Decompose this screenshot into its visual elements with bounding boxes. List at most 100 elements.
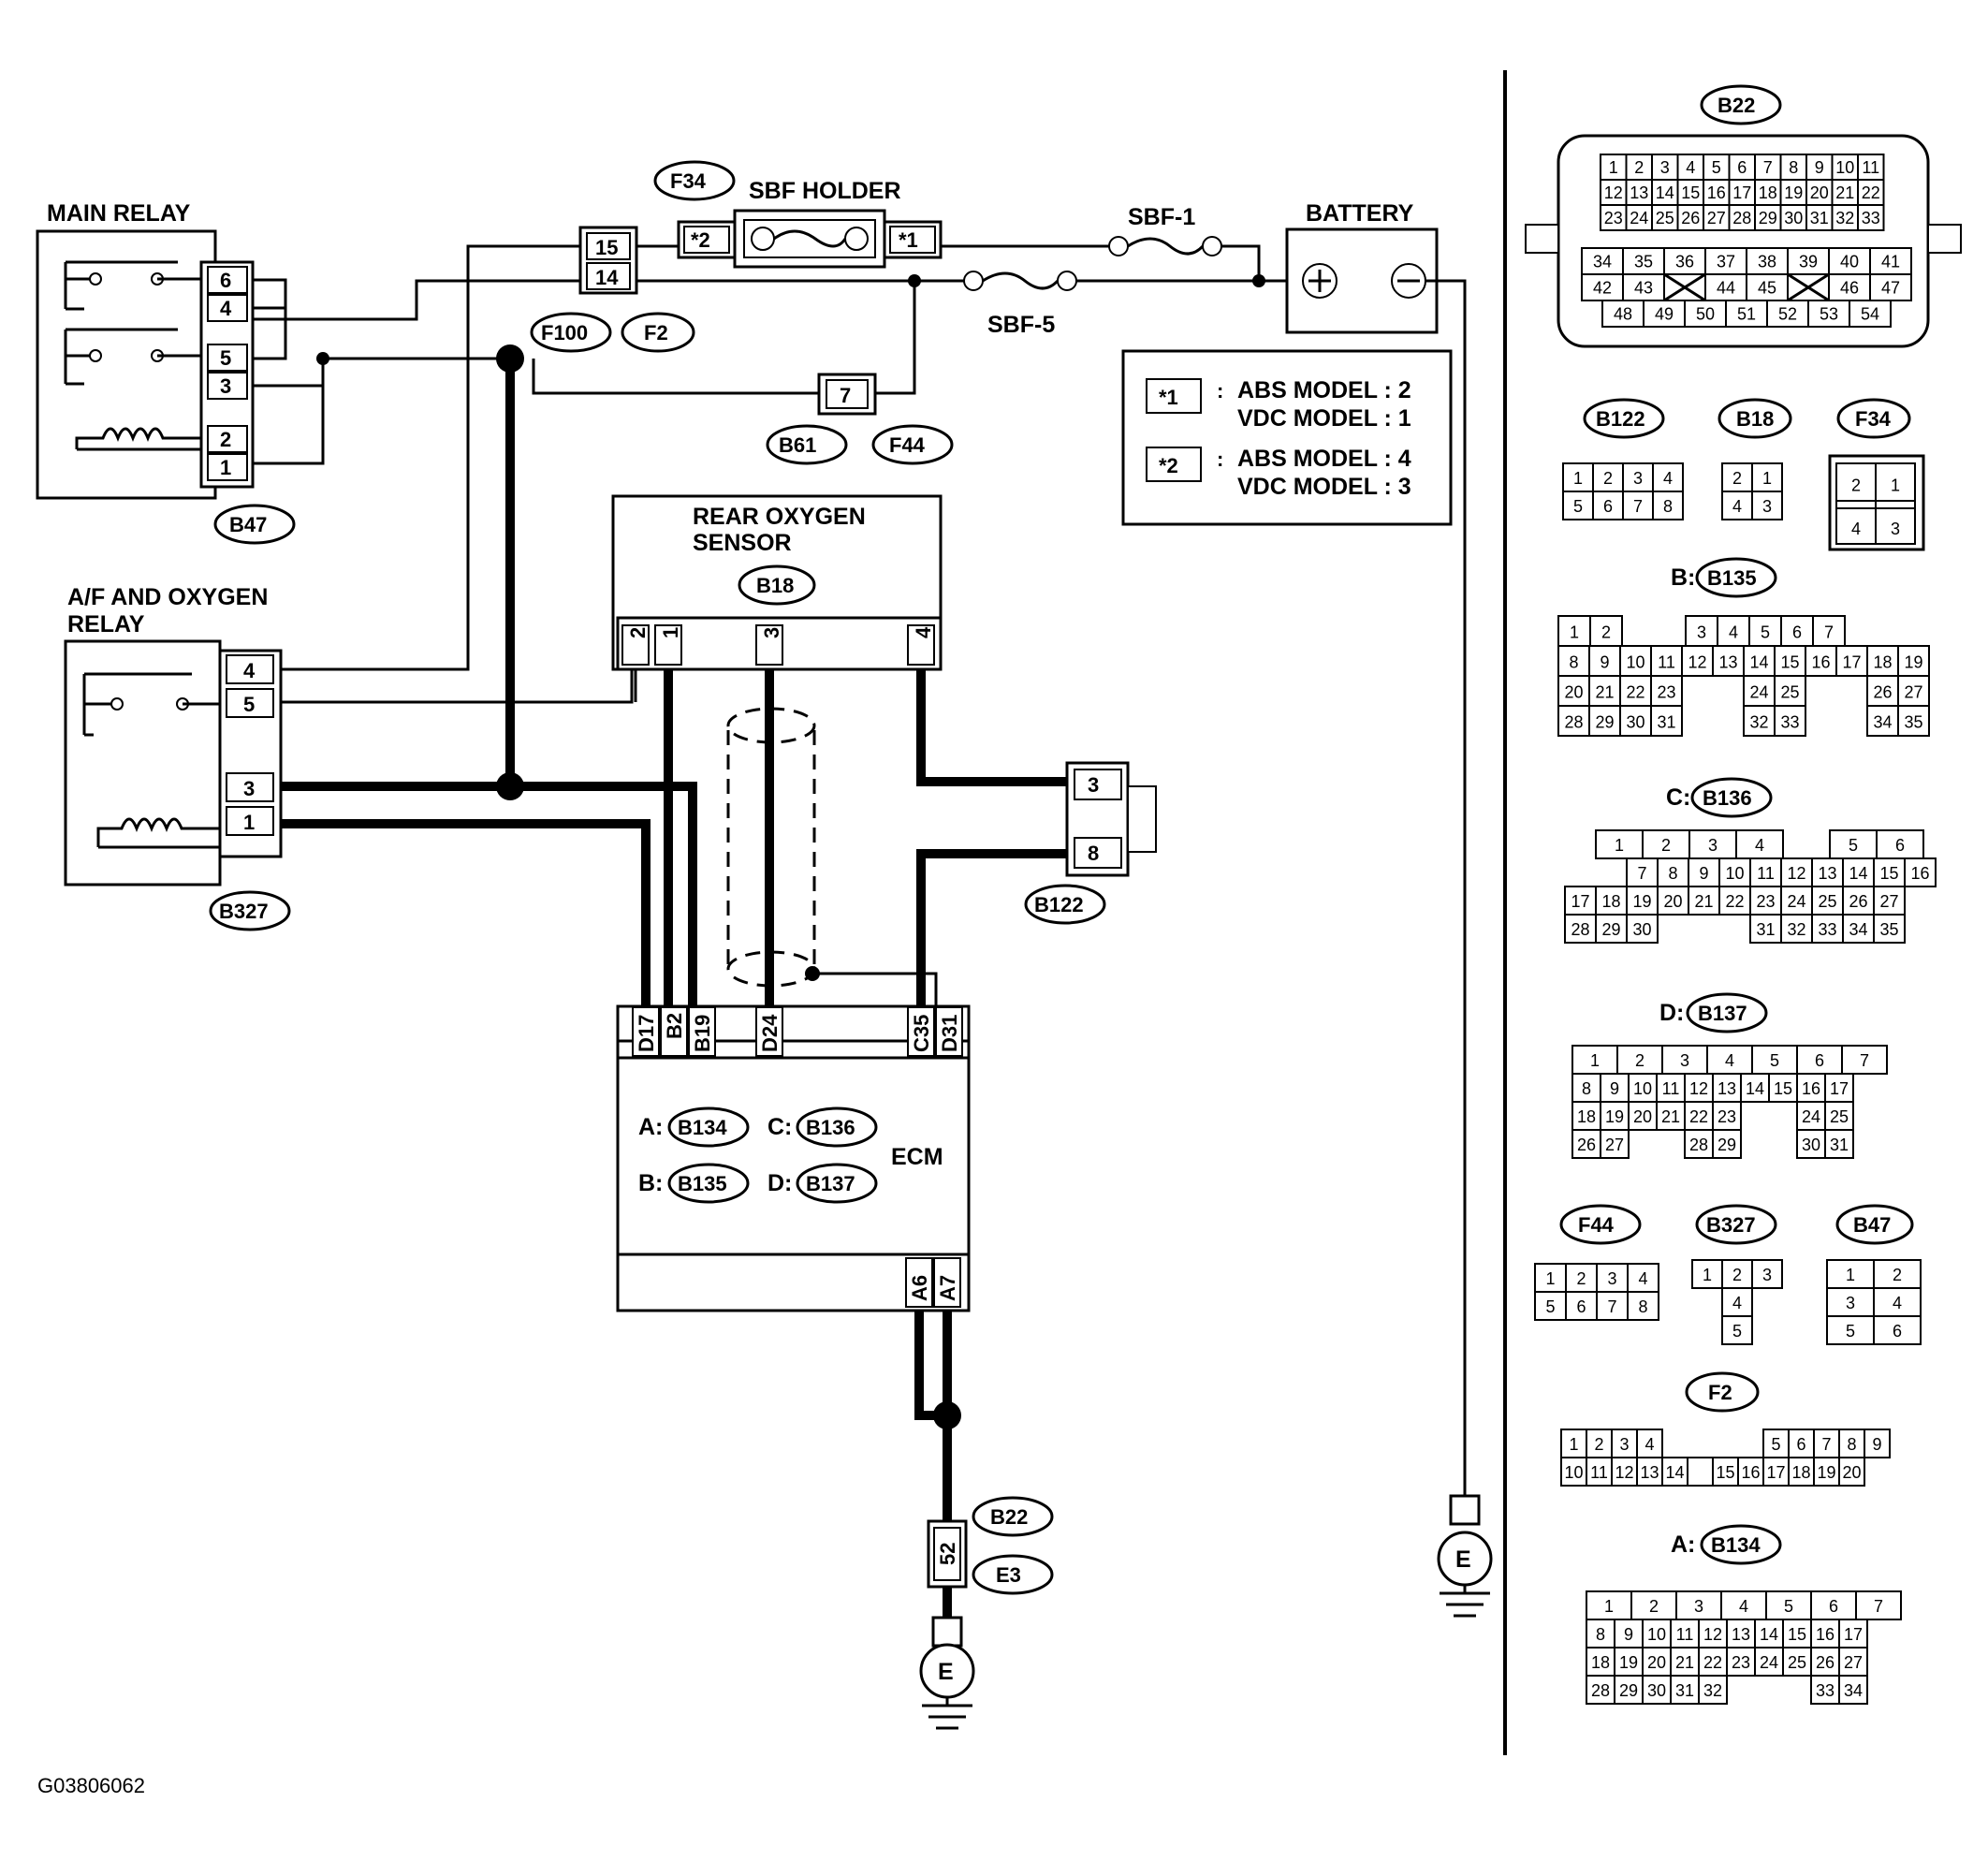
- af-relay-coil-icon: [96, 817, 220, 847]
- ecm-pin-b19: B19: [691, 1015, 714, 1052]
- af-relay-label-2: RELAY: [67, 611, 145, 637]
- star2-pin: *2: [691, 228, 710, 252]
- pin-number: 40: [1840, 253, 1859, 271]
- svg-text:A:: A:: [638, 1114, 663, 1140]
- pin-number: 19: [1784, 183, 1803, 202]
- pin-number: 5: [1770, 1051, 1779, 1070]
- pin-cell: [1866, 675, 1899, 707]
- pin-number: 24: [1787, 892, 1805, 911]
- legend-abs-1: ABS MODEL : 2: [1237, 377, 1411, 403]
- pin-number: 2: [1893, 1266, 1902, 1284]
- pin-number: 7: [1607, 1297, 1616, 1316]
- f100-tag-label: F100: [541, 321, 588, 344]
- pin-number: 34: [1849, 920, 1867, 939]
- pin-number: 13: [1718, 653, 1737, 672]
- e3-tag-label: E3: [996, 1563, 1021, 1587]
- pin-cell: [1588, 645, 1621, 677]
- pin-number: 25: [1818, 892, 1836, 911]
- sbf5-fuse-icon: [982, 271, 1060, 290]
- pin-number: 37: [1717, 253, 1735, 271]
- b327-pin-5: 5: [243, 693, 255, 716]
- pin-cell: [1595, 829, 1644, 859]
- pin-cell: [1657, 886, 1689, 916]
- pin-number: 27: [1707, 209, 1726, 227]
- pin-cell: [1904, 857, 1937, 887]
- pin-cell: [1571, 1045, 1618, 1075]
- pin-cell: [1712, 645, 1745, 677]
- pin-cell: [1676, 179, 1704, 206]
- pin-number: 5: [1573, 497, 1583, 516]
- pin-number: 16: [1707, 183, 1726, 202]
- pin-cell: [1838, 1619, 1868, 1649]
- pin-cell: [1586, 1675, 1615, 1705]
- pin-cell: [1600, 1101, 1630, 1131]
- pin-number: 12: [1787, 864, 1805, 883]
- pin-cell: [1614, 1675, 1644, 1705]
- pin-number: 11: [1676, 1625, 1694, 1644]
- pin-number: 2: [1649, 1597, 1659, 1616]
- svg-text:B136: B136: [1703, 786, 1752, 810]
- pin-cell: [1826, 1259, 1875, 1289]
- pin-number: 14: [1749, 653, 1768, 672]
- pin-number: 17: [1571, 892, 1589, 911]
- pin-number: 15: [1879, 864, 1898, 883]
- pin-cell: [1600, 154, 1628, 181]
- pin-cell: [1712, 1129, 1742, 1159]
- legend-vdc-2: VDC MODEL : 3: [1237, 474, 1411, 500]
- b134-tag-label: B134: [678, 1116, 727, 1139]
- pin-cell: [1636, 1429, 1663, 1458]
- pin-cell: [1670, 1675, 1700, 1705]
- pin-number: 9: [1872, 1435, 1881, 1454]
- pin-number: 29: [1601, 920, 1620, 939]
- pin-number: 5: [1846, 1322, 1855, 1341]
- pin-number: 26: [1816, 1653, 1835, 1672]
- svg-text:F44: F44: [1578, 1213, 1615, 1237]
- pin-number: 1: [1609, 158, 1618, 177]
- pin-cell: [1586, 1429, 1613, 1458]
- b47-tag-label: B47: [229, 513, 267, 536]
- pin-number: 10: [1564, 1463, 1583, 1482]
- pin-number: 5: [1761, 623, 1770, 642]
- pin-number: 6: [1796, 1435, 1805, 1454]
- pin-number: 15: [1780, 653, 1799, 672]
- pin-number: 10: [1835, 158, 1854, 177]
- pin-number: 9: [1699, 864, 1708, 883]
- pin-number: 54: [1861, 305, 1879, 324]
- b134-tag: [667, 1106, 750, 1148]
- pin-number: 30: [1784, 209, 1803, 227]
- pin-number: 24: [1749, 683, 1768, 702]
- svg-text:B327: B327: [1706, 1213, 1756, 1237]
- f2-tag-label: F2: [644, 321, 668, 344]
- pin-number: 6: [1895, 836, 1905, 855]
- b18-pin-1: 1: [659, 627, 682, 638]
- svg-text:B22: B22: [1718, 94, 1755, 117]
- pin-number: 1: [1762, 469, 1772, 488]
- pin-number: 7: [1860, 1051, 1869, 1070]
- pin-number: 26: [1681, 209, 1700, 227]
- pin-number: 18: [1577, 1107, 1596, 1126]
- pin-number: 4: [1729, 623, 1738, 642]
- pin-number: 12: [1688, 653, 1706, 672]
- b136-tag-label: B136: [806, 1116, 855, 1139]
- pin-number: 7: [1821, 1435, 1831, 1454]
- pin-cell: [1557, 675, 1590, 707]
- b47-pin-6: 6: [220, 269, 231, 292]
- pin-number: 7: [1633, 497, 1643, 516]
- pin-number: 42: [1593, 279, 1612, 298]
- ecm-pin-a6: A6: [908, 1275, 931, 1301]
- ecm: D17 B2 B19 D24 C35 D31 A: B134 C: B136 B…: [616, 1004, 971, 1312]
- pin-cell: [1681, 645, 1714, 677]
- pin-number: 13: [1718, 1079, 1736, 1098]
- pin-number: 30: [1632, 920, 1651, 939]
- pin-number: 10: [1633, 1079, 1652, 1098]
- rear-o2-label-2: SENSOR: [693, 530, 792, 556]
- pin-number: 10: [1725, 864, 1744, 883]
- pin-number: 18: [1791, 1463, 1810, 1482]
- star1-pin: *1: [899, 228, 918, 252]
- pin-number: 31: [1756, 920, 1775, 939]
- pin-number: 14: [1760, 1625, 1778, 1644]
- svg-text:B47: B47: [1853, 1213, 1891, 1237]
- pin-number: 18: [1759, 183, 1777, 202]
